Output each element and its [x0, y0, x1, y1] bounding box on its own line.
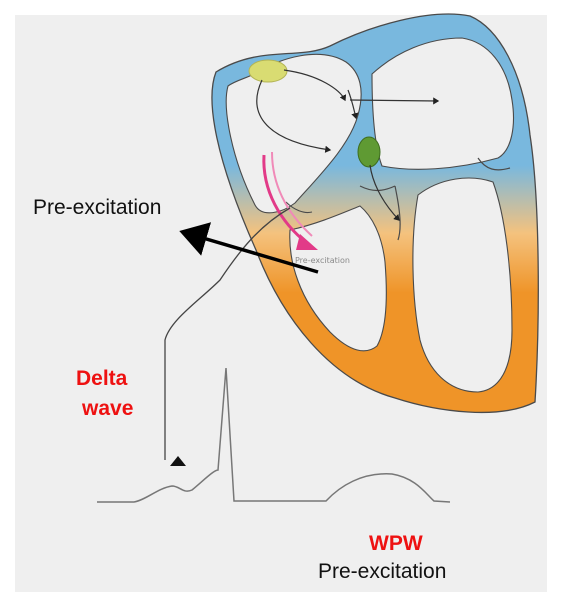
sa-node [249, 60, 287, 82]
pre-excitation-label: Pre-excitation [33, 196, 161, 220]
delta-wave-label-line2: wave [82, 394, 133, 424]
pre-excitation-caption: Pre-excitation [318, 560, 446, 584]
left-ventricle-cavity [413, 178, 512, 392]
delta-wave-pointer [170, 456, 186, 466]
heart-inner-label: Pre-excitation [295, 256, 350, 265]
left-atrium-cavity [372, 38, 513, 169]
wpw-label: WPW [369, 532, 423, 556]
delta-wave-label-line1: Delta [76, 364, 127, 394]
av-node [358, 137, 380, 167]
